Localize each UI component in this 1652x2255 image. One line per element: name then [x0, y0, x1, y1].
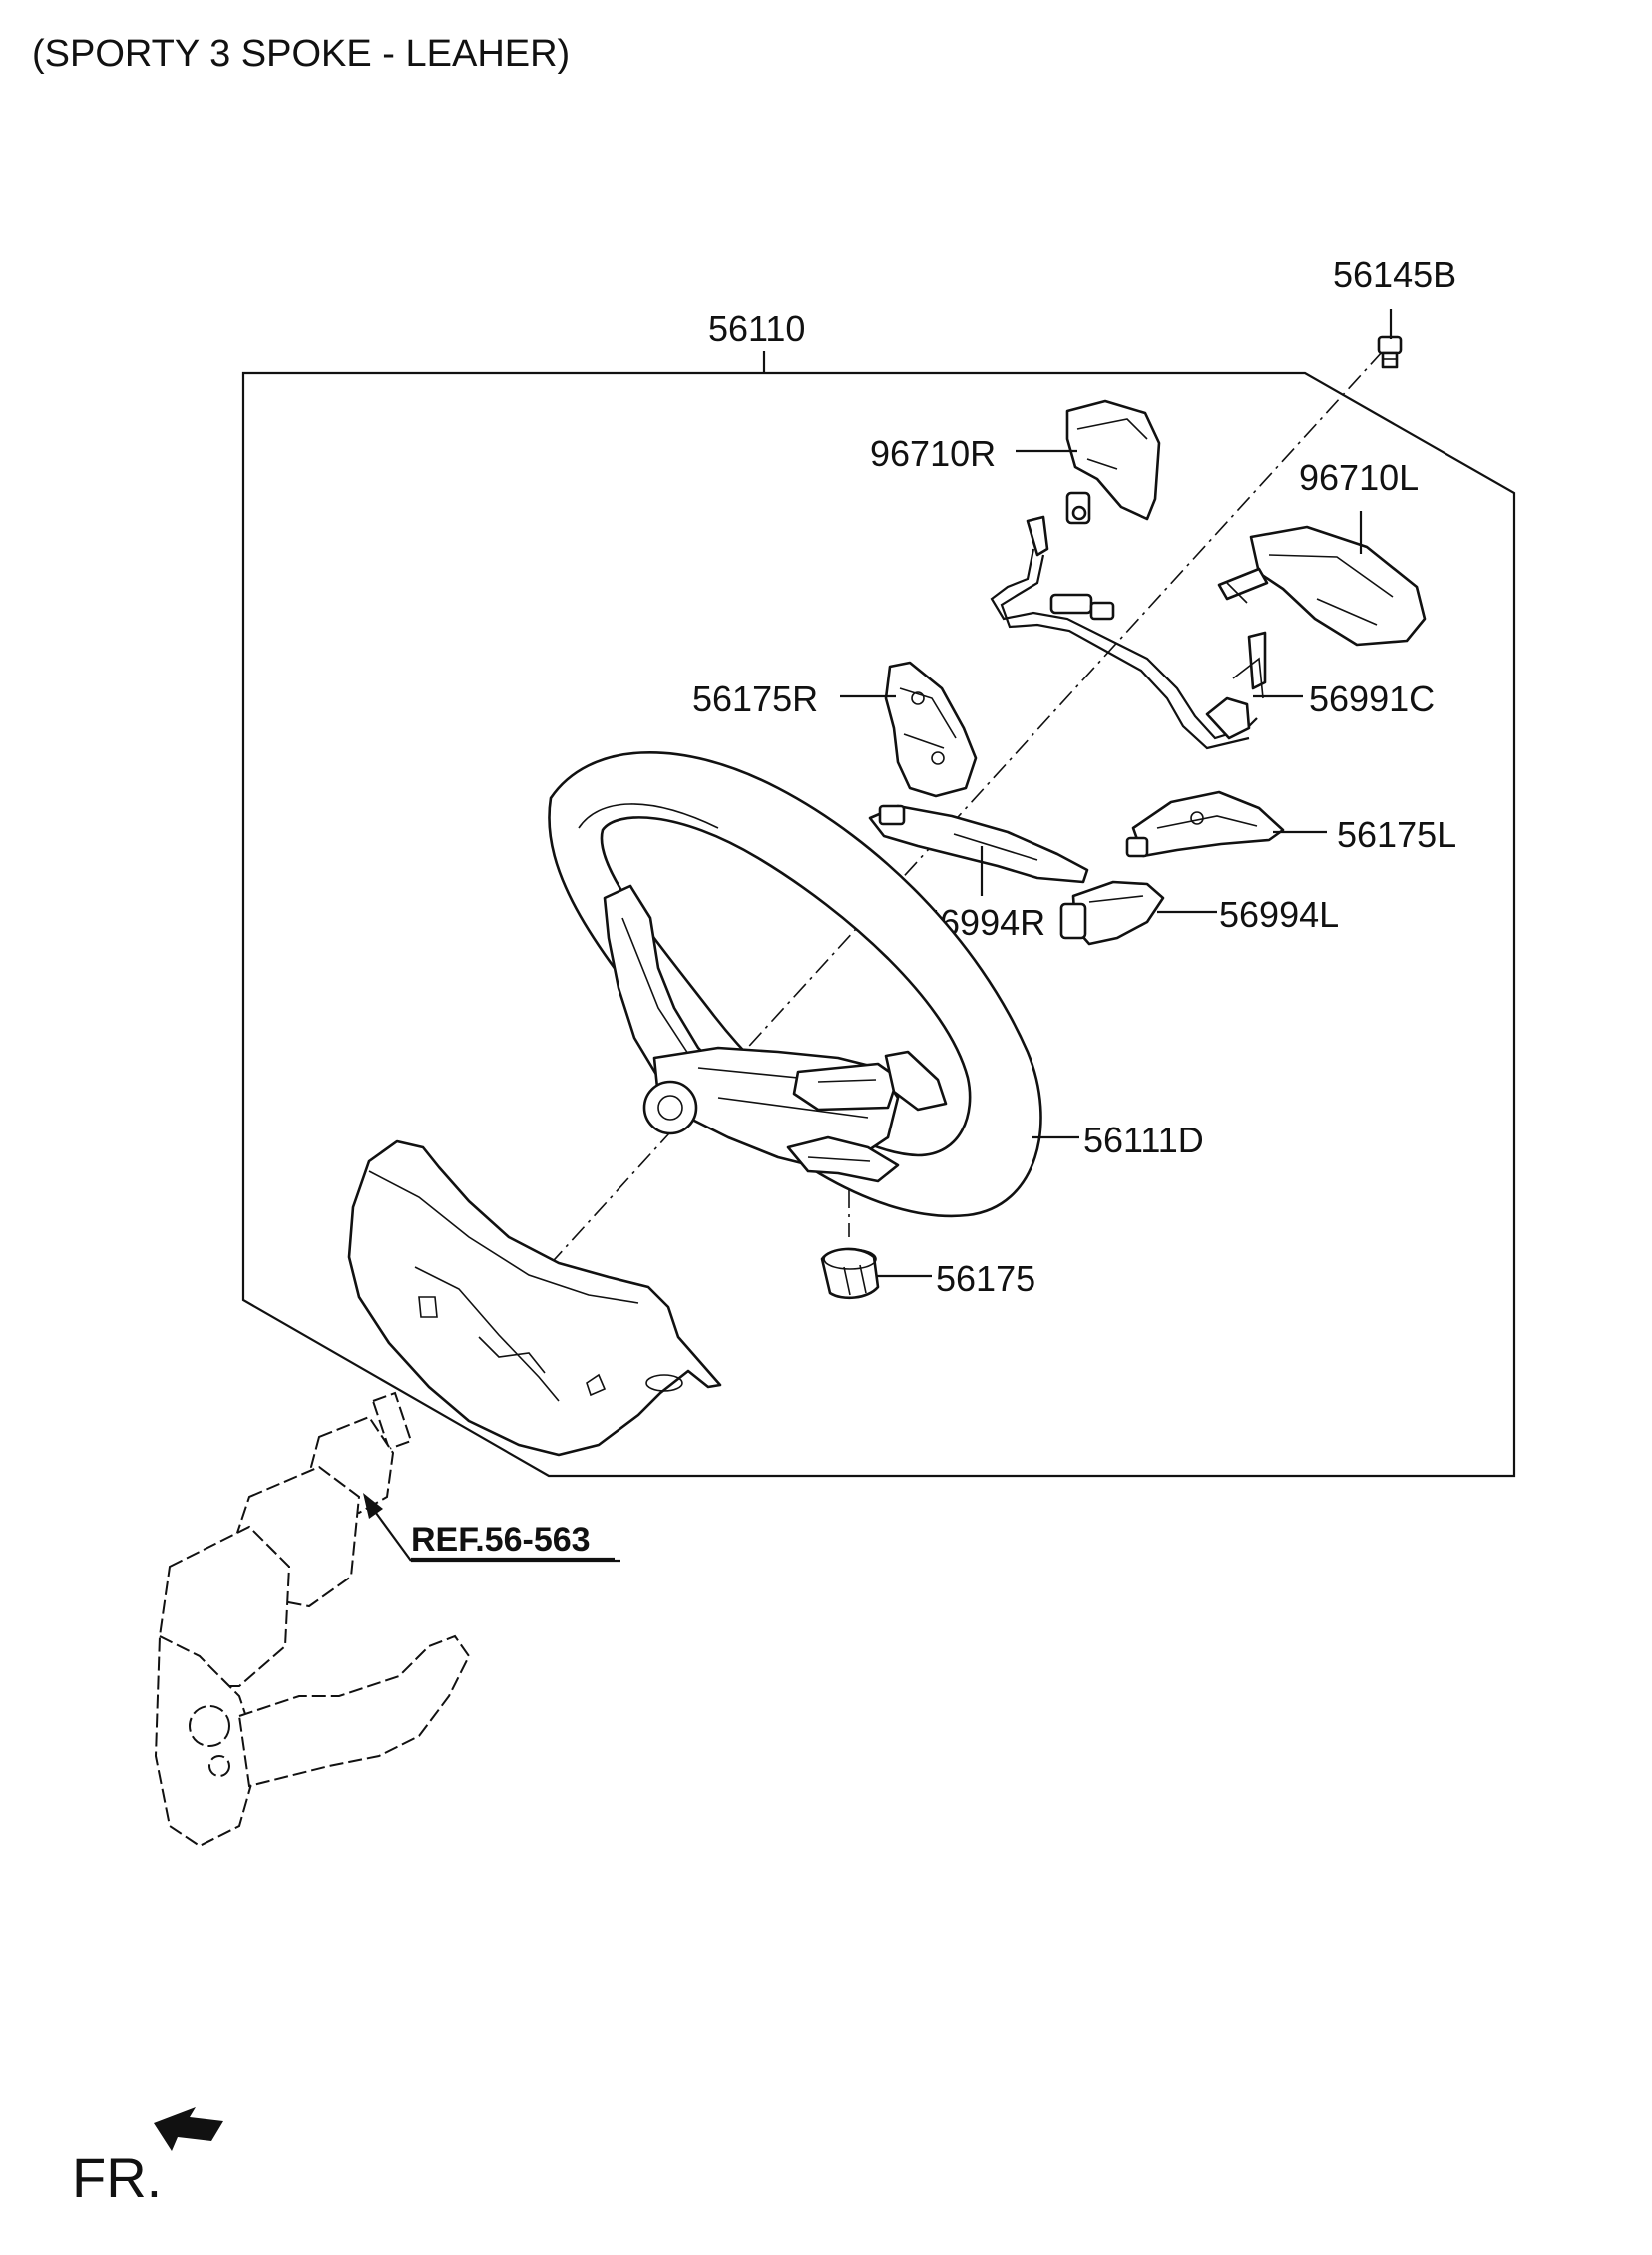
part-label-56994L[interactable]: 56994L — [1219, 894, 1339, 935]
ref-arrow-head — [363, 1493, 383, 1519]
part-label-96710R[interactable]: 96710R — [870, 433, 996, 474]
bracket-56175L[interactable] — [1125, 790, 1285, 858]
steering-wheel-56111D[interactable] — [548, 750, 1042, 1218]
trim-56994L[interactable] — [1059, 880, 1165, 946]
part-label-56175R[interactable]: 56175R — [692, 678, 818, 719]
ref-arrow-shaft — [372, 1508, 412, 1562]
diagram-title: (SPORTY 3 SPOKE - LEAHER) — [32, 33, 570, 75]
part-label-56175L[interactable]: 56175L — [1337, 814, 1456, 855]
steering-column-ref — [154, 1391, 471, 1848]
trim-56994R[interactable] — [868, 804, 1089, 884]
part-label-56110[interactable]: 56110 — [708, 308, 805, 349]
bolt-56145B[interactable] — [1377, 335, 1403, 369]
lower-cover-shroud[interactable] — [347, 1139, 722, 1457]
wiring-harness-56991C[interactable] — [990, 515, 1267, 750]
part-label-96710L[interactable]: 96710L — [1299, 457, 1419, 498]
part-label-56991C[interactable]: 56991C — [1309, 678, 1435, 719]
ring-cover-56175[interactable] — [820, 1247, 880, 1300]
bracket-56175R[interactable] — [884, 661, 978, 798]
part-label-56111D[interactable]: 56111D — [1083, 1120, 1204, 1160]
reference-label[interactable]: REF.56-563 — [411, 1521, 591, 1559]
assembly-boundary-frame — [241, 371, 1516, 1478]
hub-boss — [642, 1080, 698, 1135]
part-label-56175[interactable]: 56175 — [936, 1258, 1035, 1299]
front-direction-label: FR. — [72, 2146, 162, 2209]
part-label-56145B[interactable]: 56145B — [1333, 254, 1456, 295]
switch-96710L[interactable] — [1217, 525, 1427, 647]
switch-96710R[interactable] — [1065, 399, 1161, 525]
front-direction-arrow-icon — [154, 2107, 223, 2151]
